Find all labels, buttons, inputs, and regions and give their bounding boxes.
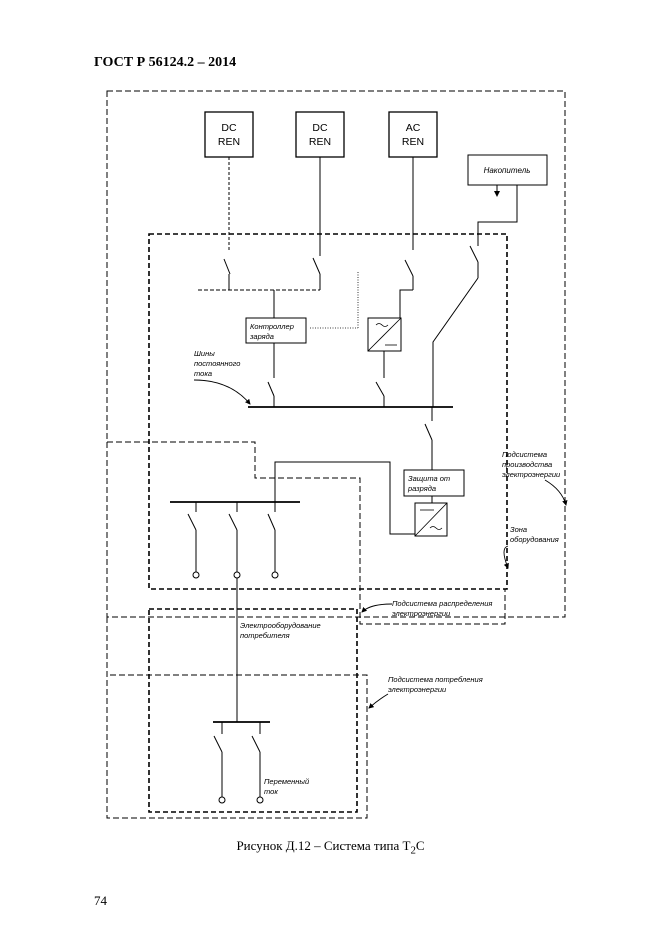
charge-controller-box [245,317,307,344]
ac-current-label-a: Переменный [264,777,310,786]
consumption-label-a: Подсистема потребления [388,675,483,684]
discharge-label-a: Защита от [408,474,450,483]
dc-ren-1-label-b: REN [218,136,240,148]
dc-ren-1-label-a: DC [221,122,237,134]
dc-ren-2-label-b: REN [309,136,331,148]
generation-label-c: электроэнергии [502,470,561,479]
consumption-label-b: электроэнергии [388,685,447,694]
inverter-2 [414,502,448,537]
equipment-zone-label-b: оборудования [510,535,559,544]
consumer-equipment-label-b: потребителя [240,631,290,640]
storage-box [467,154,548,186]
document-header: ГОСТ Р 56124.2 – 2014 [94,55,237,70]
dc-bus-label-b: постоянного [194,359,240,368]
caption-subscript: 2 [410,844,416,857]
switch-dc2 [312,246,321,290]
caption-end: C [415,838,425,853]
ac-ren-box [388,111,438,158]
consumer-zone-boundary [148,608,358,813]
switch-storage [469,245,479,278]
dc-ren-box-1 [204,111,254,158]
generation-label-b: производства [502,460,552,469]
discharge-protection-box [403,469,465,497]
equipment-zone-boundary [148,233,508,590]
distribution-label-a: Подсистема распределения [392,599,492,608]
page-number: 74 [94,893,107,908]
inverter-1 [367,317,402,352]
equipment-zone-label-a: Зона [510,525,527,534]
distribution-subsystem-boundary [107,441,506,625]
ac-ren-label-b: REN [402,136,424,148]
dc-bus-label-c: тока [194,369,212,378]
generation-label-a: Подсистема [502,450,547,459]
switch-ac [404,259,414,290]
storage-label: Накопитель [484,166,531,175]
consumption-subsystem-boundary [106,617,368,819]
generation-subsystem-boundary [106,90,566,618]
consumer-equipment-label-a: Электрооборудование [240,621,321,630]
controller-label-a: Контроллер [250,322,294,331]
switch-dc1 [223,258,231,290]
ac-current-label-b: ток [264,787,278,796]
discharge-label-b: разряда [407,484,436,493]
dc-ren-2-label-a: DC [312,122,328,134]
ac-ren-label-a: AC [406,122,421,134]
controller-label-b: заряда [249,332,274,341]
dc-bus-label-a: Шины [194,349,215,358]
caption-main: Рисунок Д.12 – Система типа T [236,838,411,853]
dc-ren-box-2 [295,111,345,158]
distribution-label-b: электроэнергии [392,609,451,618]
figure-caption: Рисунок Д.12 – Система типа T2C [0,838,661,857]
